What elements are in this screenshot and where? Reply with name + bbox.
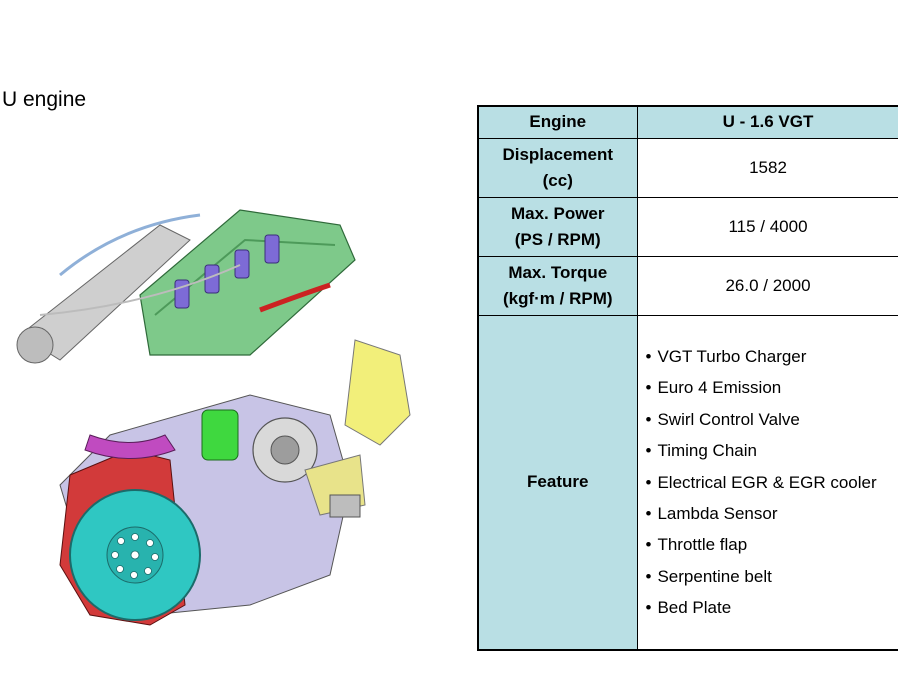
flywheel [69, 489, 201, 621]
row-label-feature: Feature [477, 314, 638, 651]
table-row: Displacement (cc) 1582 [477, 137, 898, 198]
feature-list: VGT Turbo Charger Euro 4 Emission Swirl … [638, 341, 898, 624]
row-value-max-torque: 26.0 / 2000 [636, 255, 898, 316]
header-engine-label: Engine [477, 105, 638, 139]
row-label-displacement: Displacement (cc) [477, 137, 638, 198]
row-label-line2: (kgf·m / RPM) [502, 288, 613, 308]
row-label-line2: (PS / RPM) [514, 229, 601, 249]
feature-item: Bed Plate [646, 592, 898, 623]
header-engine-value: U - 1.6 VGT [636, 105, 898, 139]
table-header-row: Engine U - 1.6 VGT [477, 105, 898, 139]
row-value-displacement: 1582 [636, 137, 898, 198]
feature-item: Lambda Sensor [646, 498, 898, 529]
row-label-max-torque: Max. Torque (kgf·m / RPM) [477, 255, 638, 316]
row-label-line1: Max. Torque [508, 262, 608, 282]
feature-item: Electrical EGR & EGR cooler [646, 467, 898, 498]
feature-item: Euro 4 Emission [646, 372, 898, 403]
table-row: Max. Power (PS / RPM) 115 / 4000 [477, 196, 898, 257]
row-value-max-power: 115 / 4000 [636, 196, 898, 257]
row-label-line1: Max. Power [510, 203, 605, 223]
feature-item: Serpentine belt [646, 561, 898, 592]
feature-item: Timing Chain [646, 435, 898, 466]
feature-item: Throttle flap [646, 529, 898, 560]
row-label-line2: (cc) [542, 170, 573, 190]
row-value-feature: VGT Turbo Charger Euro 4 Emission Swirl … [636, 314, 898, 651]
row-label-max-power: Max. Power (PS / RPM) [477, 196, 638, 257]
table-row: Max. Torque (kgf·m / RPM) 26.0 / 2000 [477, 255, 898, 316]
table-row-feature: Feature VGT Turbo Charger Euro 4 Emissio… [477, 314, 898, 651]
engine-illustration [0, 185, 420, 635]
feature-item: Swirl Control Valve [646, 404, 898, 435]
feature-item: VGT Turbo Charger [646, 341, 898, 372]
engine-spec-table: Engine U - 1.6 VGT Displacement (cc) 158… [477, 105, 898, 651]
page-title: U engine [2, 88, 87, 111]
row-label-line1: Displacement [502, 144, 614, 164]
